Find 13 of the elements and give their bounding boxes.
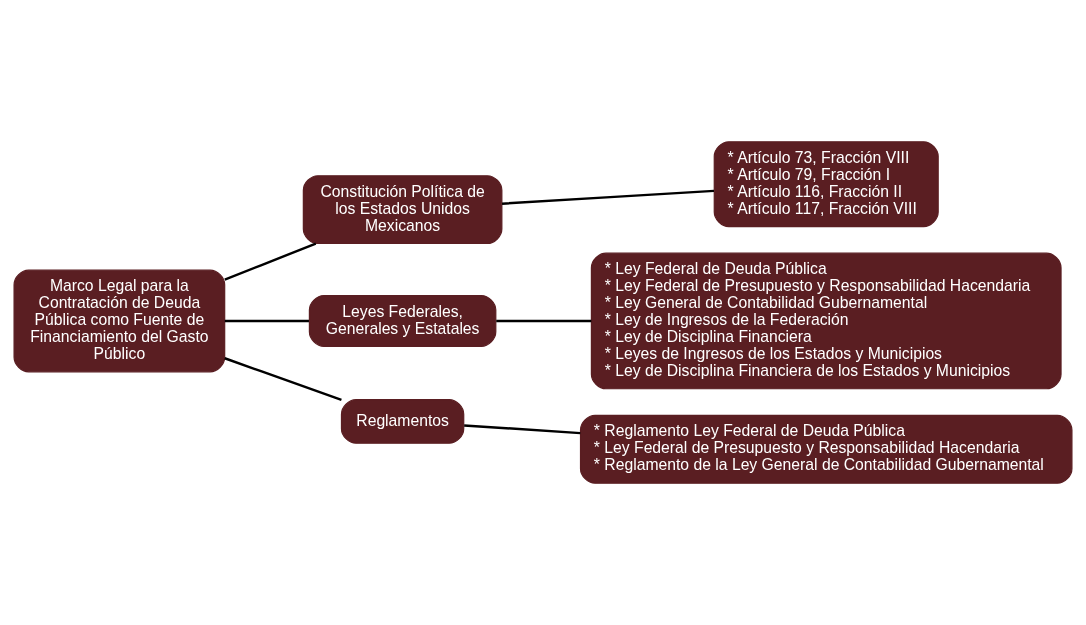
connector: [464, 424, 581, 435]
node-box: Reglamentos: [340, 399, 465, 444]
connector: [496, 319, 592, 323]
node-box: * Artículo 73, Fracción VIII * Artículo 79, Fracción I * Artículo 116, Fracción II * Artículo 117, Fracción VIII: [713, 141, 939, 228]
node-box: Constitución Política de los Estados Unidos Mexicanos: [302, 175, 503, 245]
connector: [224, 357, 342, 402]
connector: [224, 242, 317, 281]
node-box: * Reglamento Ley Federal de Deuda Pública * Ley Federal de Presupuesto y Responsabilidad Hacendaria * Reglamento de la Ley General de Contabilidad Gubernamental: [579, 414, 1073, 484]
connector: [501, 189, 715, 205]
node-box: Marco Legal para la Contratación de Deuda Pública como Fuente de Financiamiento del Gasto Público: [13, 269, 226, 373]
node-box: * Ley Federal de Deuda Pública * Ley Federal de Presupuesto y Responsabilidad Hacendaria * Ley General de Contabilidad Gubernamental * Ley de Ingresos de la Federación * Ley de Disciplina Financiera * Leyes de Ingresos de los Estados y Municipios * Ley de Disciplina Financiera de los Estados y Municipios: [590, 252, 1062, 390]
connector: [224, 319, 309, 323]
node-box: Leyes Federales, Generales y Estatales: [308, 294, 497, 347]
